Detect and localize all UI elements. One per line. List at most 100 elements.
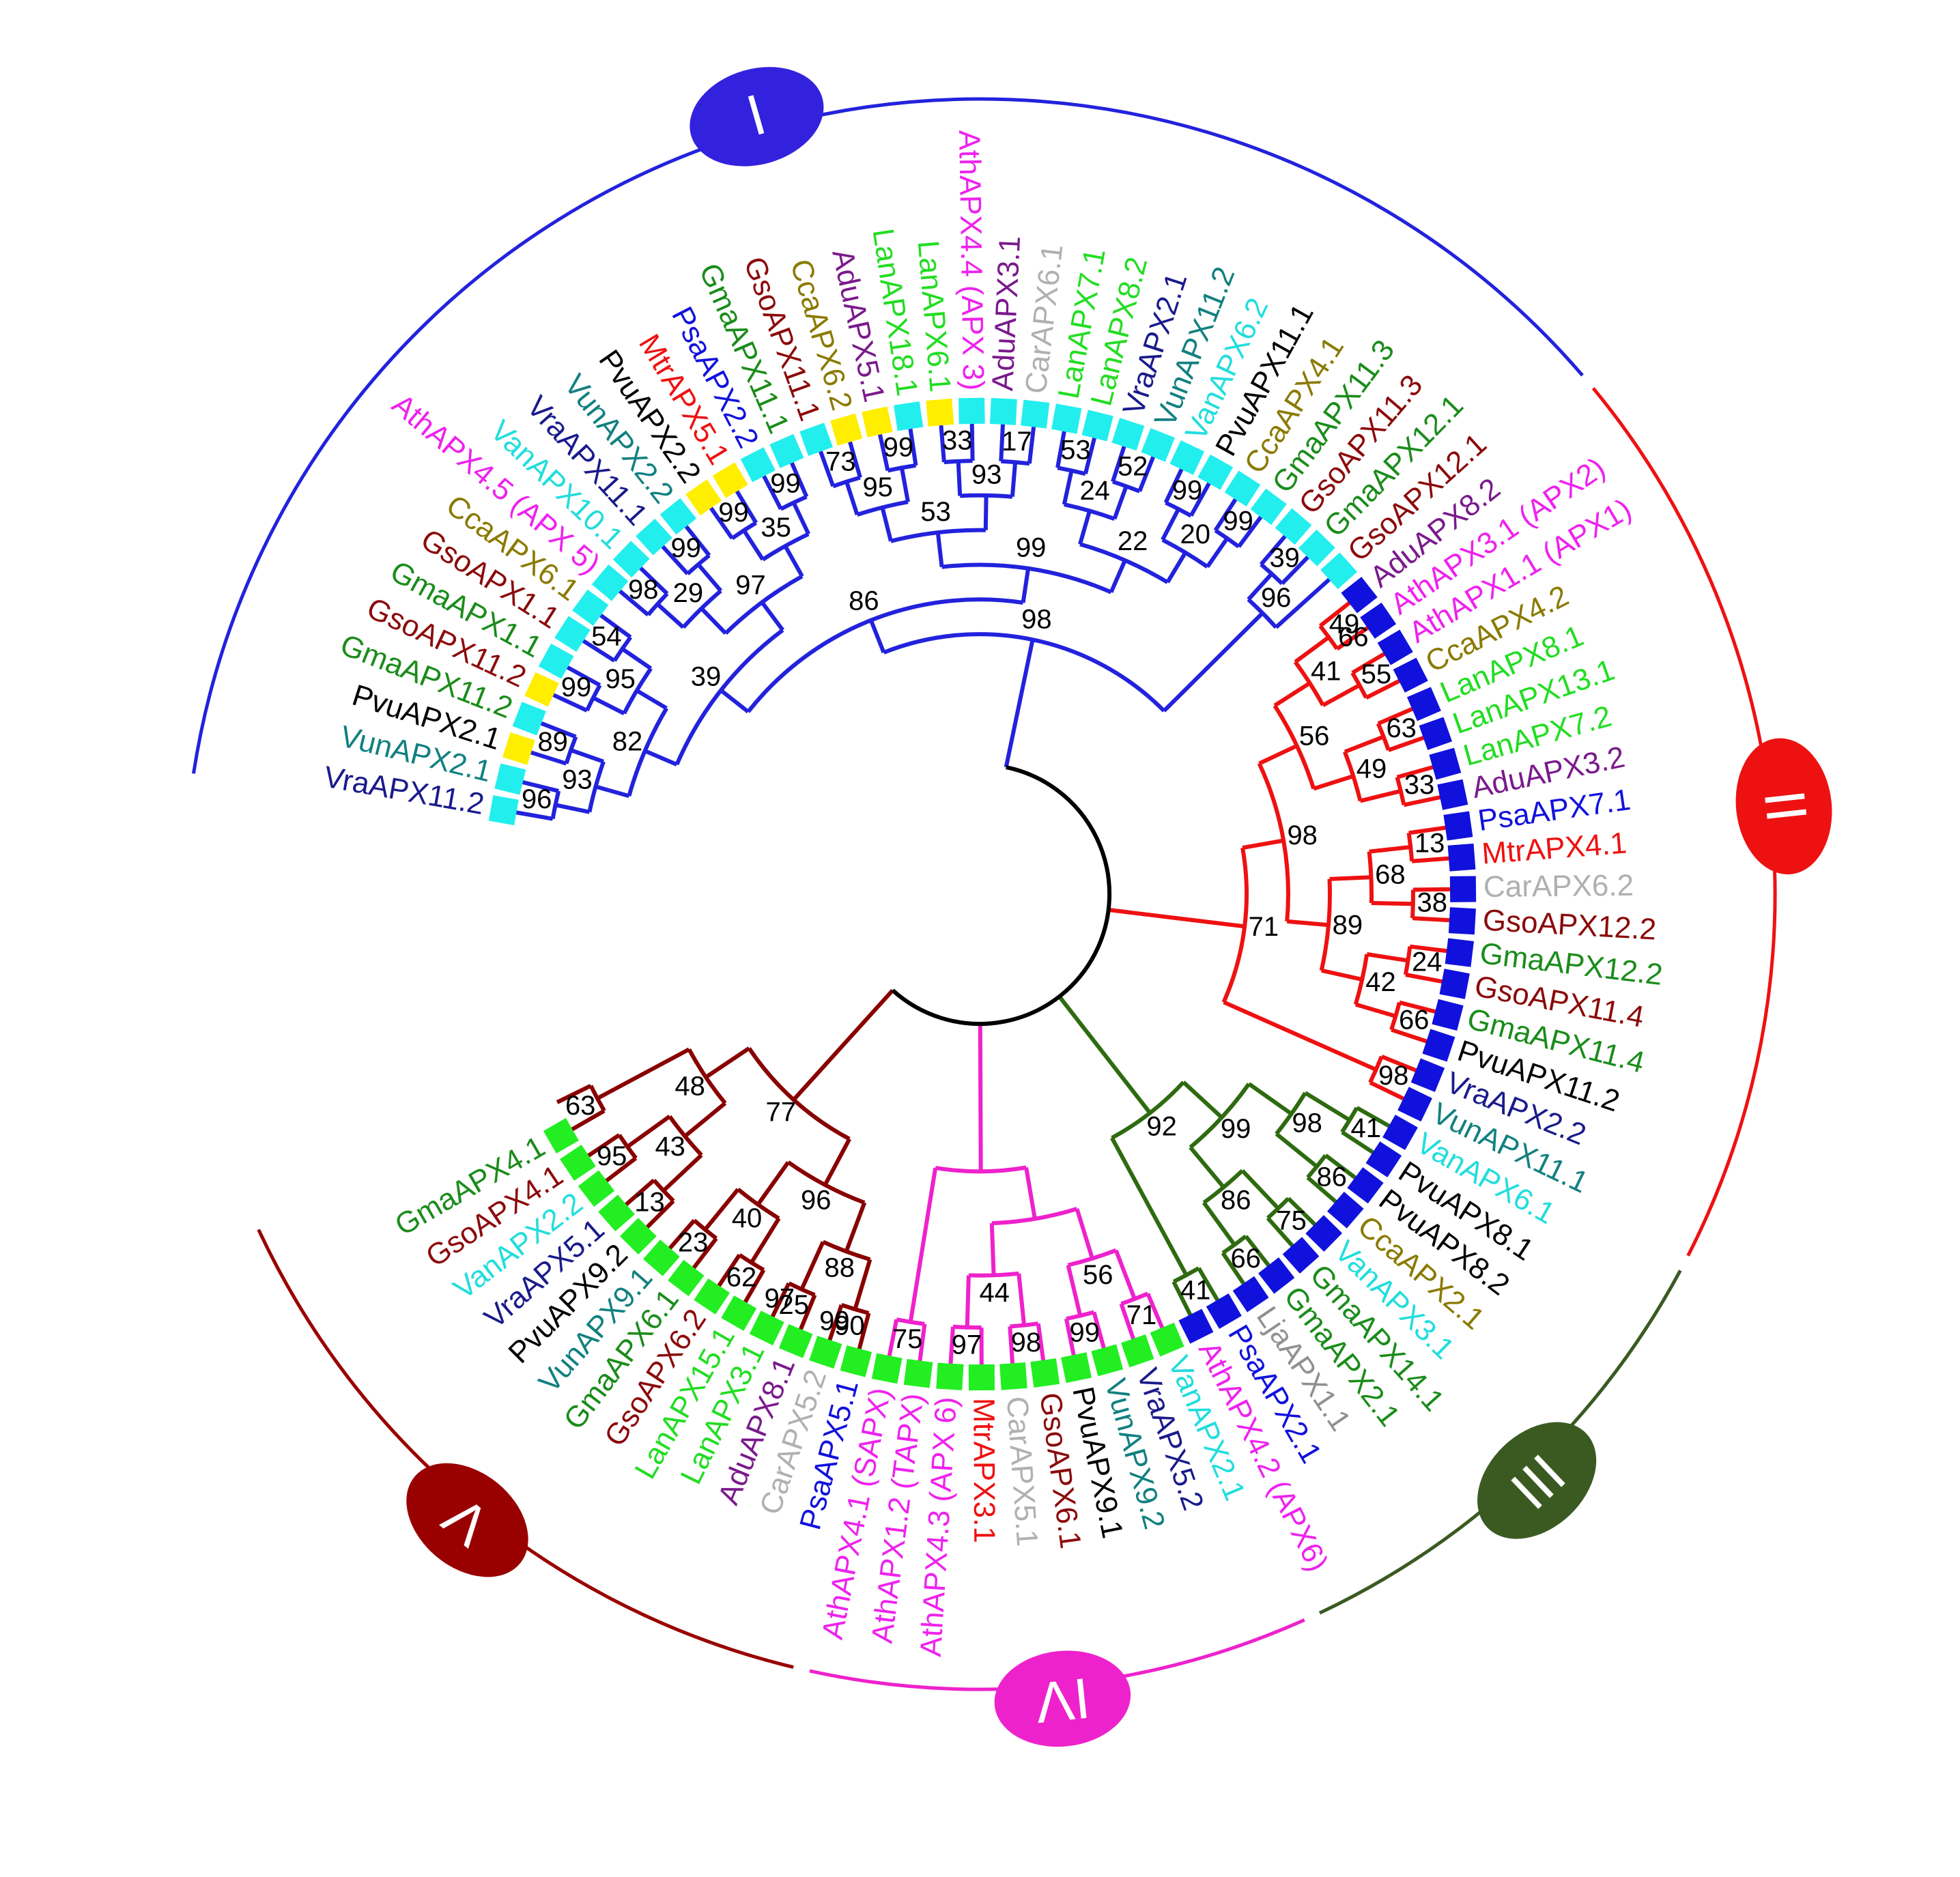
bootstrap-value: 98 bbox=[628, 575, 659, 605]
branch-radial bbox=[1221, 1252, 1246, 1285]
bootstrap-value: 71 bbox=[1126, 1300, 1157, 1330]
branch-radial bbox=[818, 450, 836, 487]
branch-radial bbox=[1411, 856, 1450, 863]
bootstrap-value: 29 bbox=[673, 578, 704, 608]
branch-radial bbox=[1036, 1323, 1046, 1362]
branch-arc bbox=[1389, 1001, 1402, 1031]
bootstrap-value: 44 bbox=[979, 1278, 1010, 1308]
branch-radial bbox=[1064, 1318, 1076, 1356]
branch-arc bbox=[960, 493, 1013, 499]
clade-bubble-shape bbox=[690, 67, 824, 167]
branch-radial bbox=[847, 440, 862, 478]
branch-radial bbox=[1335, 626, 1369, 651]
branch-radial bbox=[1313, 774, 1354, 791]
branch-arc bbox=[1376, 722, 1391, 751]
branch-radial bbox=[1066, 1264, 1083, 1317]
branch-radial bbox=[1163, 468, 1184, 504]
branch-arc bbox=[1367, 851, 1374, 904]
branch-radial bbox=[570, 748, 604, 764]
bootstrap-value: 25 bbox=[779, 1290, 810, 1320]
leaf-marker bbox=[1275, 508, 1312, 545]
bootstrap-value: 96 bbox=[522, 784, 552, 814]
leaf-marker bbox=[524, 672, 559, 707]
branch-radial bbox=[530, 750, 567, 766]
branch-radial bbox=[1027, 426, 1036, 464]
branch-radial bbox=[1008, 1326, 1015, 1364]
bootstrap-value: 43 bbox=[655, 1132, 685, 1162]
branch-radial bbox=[692, 1237, 718, 1270]
bootstrap-value: 97 bbox=[765, 1283, 795, 1313]
branch-radial bbox=[880, 506, 893, 542]
branch-radial bbox=[1341, 1130, 1375, 1155]
leaf-marker bbox=[712, 462, 748, 498]
bootstrap-value: 99 bbox=[718, 498, 749, 528]
branch-arc bbox=[681, 589, 722, 629]
leaf-label: AthAPX4.4 (APX 3) bbox=[952, 130, 990, 390]
tree-branches bbox=[515, 423, 1451, 1366]
branch-radial bbox=[1078, 510, 1092, 545]
leaf-marker bbox=[1432, 999, 1464, 1031]
branch-radial bbox=[1075, 1208, 1094, 1259]
branch-radial bbox=[908, 428, 918, 466]
bootstrap-value: 89 bbox=[1333, 910, 1363, 940]
branch-radial bbox=[1223, 1000, 1377, 1072]
leaf-marker bbox=[1393, 657, 1428, 693]
branch-radial bbox=[522, 779, 559, 793]
leaf-marker bbox=[1406, 687, 1441, 721]
leaf-marker bbox=[694, 1278, 730, 1315]
branch-radial bbox=[1369, 845, 1411, 854]
leaf-marker bbox=[643, 1240, 680, 1276]
branch-radial bbox=[515, 810, 554, 821]
branch-radial bbox=[709, 506, 734, 540]
bootstrap-value: 62 bbox=[726, 1262, 757, 1292]
branch-radial bbox=[717, 1253, 741, 1288]
branch-arc bbox=[1189, 1083, 1251, 1149]
leaf-marker bbox=[612, 541, 650, 578]
bootstrap-value: 56 bbox=[1299, 721, 1330, 751]
bootstrap-value: 90 bbox=[834, 1311, 865, 1341]
bootstrap-value: 98 bbox=[1292, 1108, 1322, 1138]
bootstrap-value: 82 bbox=[612, 727, 643, 757]
branch-radial bbox=[1111, 445, 1126, 483]
branch-radial bbox=[1161, 508, 1180, 541]
branch-radial bbox=[761, 474, 783, 511]
branch-radial bbox=[626, 1115, 671, 1149]
branch-radial bbox=[969, 423, 975, 461]
leaf-marker bbox=[578, 1170, 615, 1207]
bootstrap-value: 24 bbox=[1412, 947, 1443, 977]
leaf-marker bbox=[1382, 1115, 1418, 1150]
branch-arc bbox=[652, 1179, 675, 1203]
branch-arc bbox=[1214, 528, 1240, 549]
leaf-marker bbox=[1250, 488, 1287, 525]
bootstrap-value: 53 bbox=[1060, 435, 1091, 465]
leaf-marker bbox=[598, 1194, 635, 1232]
leaf-marker bbox=[1320, 552, 1357, 590]
branch-arc bbox=[550, 790, 561, 820]
branch-arc bbox=[617, 1134, 638, 1160]
branch-radial bbox=[552, 693, 588, 713]
branch-arc bbox=[1202, 1169, 1244, 1205]
branch-radial bbox=[703, 1188, 740, 1231]
leaf-marker bbox=[1437, 779, 1468, 810]
bootstrap-value: 98 bbox=[1011, 1328, 1042, 1358]
branch-arc bbox=[1257, 762, 1290, 922]
branch-radial bbox=[683, 1101, 727, 1138]
branch-radial bbox=[1113, 1249, 1137, 1300]
branch-radial bbox=[1318, 601, 1351, 628]
branch-radial bbox=[760, 601, 785, 631]
branch-arc bbox=[943, 459, 973, 465]
branch-arc bbox=[1395, 776, 1406, 805]
bootstrap-value: 52 bbox=[1118, 452, 1148, 482]
branch-radial bbox=[965, 1275, 971, 1328]
branch-arc bbox=[1318, 625, 1339, 650]
branch-arc bbox=[588, 1085, 606, 1113]
leaf-marker bbox=[1091, 1344, 1124, 1377]
leaf-marker bbox=[1206, 1293, 1242, 1329]
leaf-label: CarAPX6.2 bbox=[1483, 869, 1634, 904]
bootstrap-value: 99 bbox=[561, 672, 592, 702]
branch-radial bbox=[624, 1178, 655, 1207]
branch-arc bbox=[1161, 538, 1209, 569]
bootstrap-value: 96 bbox=[801, 1185, 832, 1215]
bootstrap-value: 86 bbox=[1316, 1162, 1347, 1192]
